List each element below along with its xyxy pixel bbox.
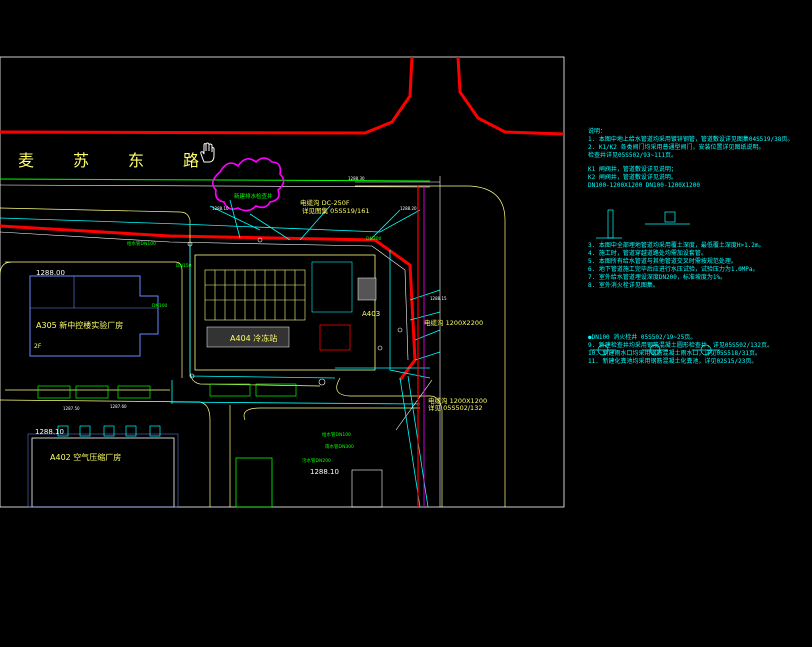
notes-line: 11. 新建化粪池均采用钢筋混凝土化粪池，详见02S15/23页。: [588, 358, 758, 365]
building-a404-label: A404 冷冻站: [230, 333, 277, 343]
a402-equipment-row: [57, 425, 161, 437]
notes-line: 5. 本图所有给水管道与其他管道交叉时需按规范处理。: [588, 258, 737, 265]
building-a403-label: A403: [362, 310, 380, 318]
svg-text:DN200: DN200: [366, 236, 382, 242]
notes-line: 3. 本图中全部埋地管道均采用覆土深度，最低覆土深度H>1.2m。: [588, 242, 765, 249]
internal-road: [229, 405, 420, 507]
road-centerline: [0, 178, 431, 182]
building-a305-floor: 2F: [34, 343, 42, 350]
building-a305-label: A305 新中控楼实验厂房: [36, 320, 123, 330]
road-name-char: 东: [128, 151, 144, 170]
tank-block: [357, 277, 377, 301]
pipe-annotations: 给水管DN100 DN150 DN100 给水管DN100 雨水管DN300 污…: [127, 236, 382, 464]
building-a402-boundary: [27, 433, 179, 508]
notes-line: K1 闸阀井，管道敷设详见说明；: [588, 166, 677, 173]
drawing-notes: 说明： 1. 本图中地上给水管道均采用镀锌钢管，管道敷设详见图集04S519/3…: [588, 128, 798, 366]
notes-line: 2. K1/K2 各类阀门均采用普通型阀门，安装位置详见图纸说明。: [588, 144, 765, 151]
cable-duct-label: 电缆沟 1200X2200: [424, 318, 483, 327]
pan-hand-cursor-icon: [200, 142, 215, 163]
notes-line: DN100-1200X1200 DN100-1200X1200: [588, 182, 700, 189]
plant-detail-area: [311, 261, 353, 313]
plant-yard-outline: [194, 254, 376, 371]
svg-text:DN150: DN150: [176, 263, 192, 269]
svg-text:1288.30: 1288.30: [348, 176, 365, 181]
road-name-char: 苏: [73, 151, 89, 170]
elevation-label: 1288.10: [35, 428, 64, 436]
notes-line: 10. 新建雨水口均采用钢筋混凝土雨水口，详见05S518/31页。: [588, 350, 761, 357]
notes-line: 8. 室外消火栓详见图集。: [588, 282, 659, 289]
elevation-label: 1288.10: [310, 468, 339, 476]
cable-duct-ref: 详见 05S502/132: [428, 403, 482, 412]
notes-title: 说明：: [588, 128, 607, 135]
pump-house: [319, 324, 351, 351]
manhole-symbols: [187, 237, 403, 386]
small-building: [351, 469, 383, 508]
notes-line: 6. 地下管道施工完毕后应进行水压试验，试验压力为1.0MPa。: [588, 266, 759, 273]
sheet-frame: [0, 56, 565, 508]
internal-road: [336, 377, 443, 507]
road-edge: [0, 184, 431, 188]
svg-text:给水管DN100: 给水管DN100: [127, 240, 156, 247]
svg-text:1287.50: 1287.50: [63, 406, 80, 411]
road-name-char: 路: [183, 151, 199, 170]
site-boundary-white: [0, 231, 409, 361]
small-building: [235, 457, 273, 508]
pipe-leader-lines: [355, 176, 441, 507]
svg-text:给水管DN100: 给水管DN100: [322, 431, 351, 438]
cable-duct-label: 电缆沟 DC-250F: [300, 198, 350, 207]
elevation-annotations: 1287.50 1287.60 1288.10 1288.20 1288.30 …: [63, 176, 447, 411]
plant-equipment-grid: [204, 269, 306, 321]
notes-line: K2 闸阀井，管道敷设详见说明。: [588, 174, 677, 181]
road-boundary-left: [0, 56, 414, 135]
building-a402-outline: [31, 437, 175, 508]
road-name-char: 麦: [18, 151, 34, 170]
notes-line: 检查井详见05S502/93~111页。: [588, 152, 677, 159]
notes-line: ●DN100 消火栓井 05S502/19~25页。: [588, 334, 697, 341]
svg-text:雨水管DN300: 雨水管DN300: [325, 443, 354, 450]
notes-line: 9. 新建检查井均采用钢筋混凝土圆形检查井，详见05S502/132页。: [588, 342, 773, 349]
internal-road: [355, 185, 506, 507]
internal-road: [0, 261, 183, 378]
svg-text:1288.10: 1288.10: [212, 206, 229, 211]
revision-cloud: [212, 157, 285, 212]
building-a305-outline: [29, 275, 159, 357]
notes-line: 4. 施工时，管道穿越道路处均需加设套管。: [588, 250, 707, 257]
notes-line: 7. 室外给水管道埋设深度DN200，标准坡度为1%。: [588, 274, 727, 281]
road-boundary-right: [456, 56, 565, 136]
svg-text:1288.20: 1288.20: [400, 206, 417, 211]
svg-text:1287.60: 1287.60: [110, 404, 127, 409]
parking-row: [37, 383, 297, 399]
cable-duct-label: 电缆沟 1200X1200: [428, 396, 487, 405]
building-a402-label: A402 空气压缩厂房: [50, 452, 121, 462]
detail-symbols: [590, 209, 720, 356]
svg-text:DN100: DN100: [152, 303, 168, 309]
callout-label: 新建排水检查井: [234, 192, 273, 200]
elevation-label: 1288.00: [36, 269, 65, 277]
notes-line: 1. 本图中地上给水管道均采用镀锌钢管，管道敷设详见图集04S519/38页。: [588, 136, 794, 143]
svg-text:1288.15: 1288.15: [430, 296, 447, 301]
site-boundary-red: [0, 224, 417, 381]
building-a404-block: [206, 326, 290, 348]
svg-text:污水管DN200: 污水管DN200: [302, 457, 331, 464]
cable-duct-ref: 详见图集 05S519/161: [302, 206, 369, 215]
